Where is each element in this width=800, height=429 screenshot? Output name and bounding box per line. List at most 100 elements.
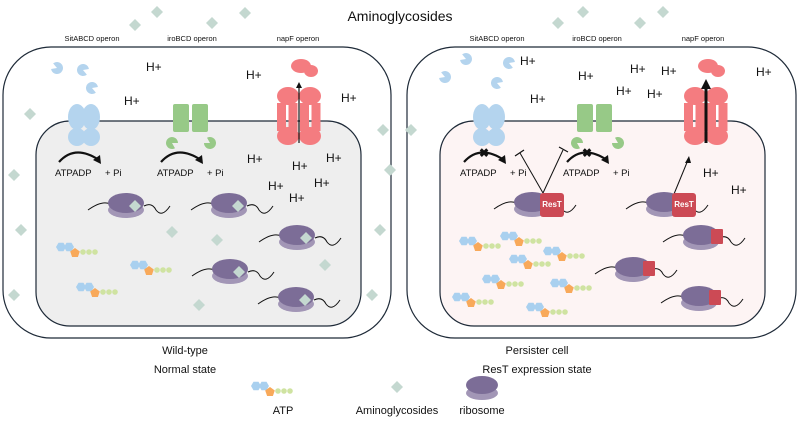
wt-napf-transporter [277,59,321,145]
phosphate-dot [580,285,586,291]
phosphate-dot [483,243,489,249]
napf-helix [311,103,321,131]
phosphate-dot [562,309,568,315]
inhibition-line [542,149,564,194]
reaction-atp-adp: ATPADP [460,168,497,179]
persister-atp-molecule [550,278,592,293]
transporter-subunit [487,104,505,130]
persister-proton: H+ [630,62,646,76]
extracellular-aminoglycoside-icon [657,6,669,18]
periplasmic-aminoglycoside-icon [366,289,378,301]
cytoplasmic-aminoglycoside-icon [193,299,205,311]
wt-proton: H+ [124,94,140,108]
arrowhead [498,155,506,164]
wt-proton: H+ [146,60,162,74]
persister-outer-membrane [406,46,797,339]
periplasmic-aminoglycoside-icon [374,224,386,236]
bound-aminoglycoside-icon [233,266,245,278]
adenine-hexagon [534,302,544,312]
wt-proton: H+ [289,191,305,205]
ribosome-large-subunit [279,225,315,245]
adenine-hexagon [251,381,261,391]
wt-proton: H+ [268,179,284,193]
persister-proton: H+ [703,166,719,180]
phosphate-dot [512,281,518,287]
persister-sitabcd-transporter [473,104,505,146]
reaction-pi: + Pi [207,168,224,179]
phosphate-dot [488,299,494,305]
wt-irobcd-transporter [173,104,208,132]
ribose-pentagon [473,242,483,251]
wt-proton: H+ [341,91,357,105]
ribose-pentagon [564,284,574,293]
wt-proton: H+ [292,159,308,173]
adenine-hexagon [259,381,269,391]
phosphate-dot [92,249,98,255]
wt-atp-molecule [56,242,98,257]
persister-sitabcd-reaction: ✖ATPADP+ Pi [460,146,527,179]
napf-helix [300,103,309,131]
napf-head [299,87,321,105]
phosphate-dot [482,299,488,305]
blocked-x-icon: ✖ [582,146,592,160]
adenine-hexagon [76,282,86,292]
wt-operon-label-napf: napF operon [277,34,320,43]
persister-proton: H+ [647,87,663,101]
phosphate-dot [495,243,501,249]
phosphate-dot [154,267,160,273]
wt-operon-label-irobcd: iroBCD operon [167,34,217,43]
phosphate-dot [275,388,281,394]
transporter-subunit [473,104,491,130]
reaction-arrow [463,151,505,163]
wt-atp-molecule [76,282,118,297]
phosphate-dot [106,289,112,295]
phosphate-dot [524,238,530,244]
wt-irobcd-substrate-icon [166,137,178,149]
extracellular-aminoglycoside-icon [634,17,646,29]
phosphate-dot [86,249,92,255]
napf-helix [707,103,716,131]
persister-atp-molecule [500,231,542,246]
adenine-hexagon [56,242,66,252]
extracellular-aminoglycoside-icon [577,6,589,18]
adenine-hexagon [551,246,561,256]
siderophore-icon [439,70,452,83]
phosphate-dot [533,261,539,267]
reaction-arrow [566,151,608,163]
ribose-pentagon [540,308,550,317]
adenine-hexagon [509,254,519,264]
ribose-pentagon [70,248,80,257]
phosphate-dot [287,388,293,394]
legend-aminoglycoside-icon [391,381,403,393]
napf-cargo [711,65,725,77]
ribosome-large-subunit [681,286,717,306]
rest-protein [643,261,655,276]
persister-proton: H+ [661,64,677,78]
wt-proton: H+ [246,68,262,82]
phosphate-dot [80,249,86,255]
cytoplasmic-aminoglycoside-icon [211,234,223,246]
siderophore-icon [86,82,98,95]
persister-atp-molecule [509,254,551,269]
mrna-strand [313,298,341,308]
transporter-subunit [173,104,189,132]
persister-caption-line1: Persister cell [506,345,569,357]
title: Aminoglycosides [347,8,452,24]
arrowhead [601,155,609,164]
phosphate-dot [160,267,166,273]
ribosome-large-subunit [278,287,314,307]
persister-ribosome [662,225,746,250]
phosphate-dot [518,281,524,287]
rest-protein [672,193,696,217]
mrna-strand [247,270,275,280]
arrowhead [93,155,101,164]
napf-head [277,87,299,105]
extracellular-aminoglycoside-icon [552,17,564,29]
extracellular-aminoglycoside-icon [239,7,251,19]
persister-atp-molecule [526,302,568,317]
persister-ribosome [660,286,744,311]
wt-irobcd-substrate-icon [204,137,216,149]
wt-caption-line2: Normal state [154,364,216,376]
periplasmic-aminoglycoside-icon [8,289,20,301]
adenine-hexagon [64,242,74,252]
